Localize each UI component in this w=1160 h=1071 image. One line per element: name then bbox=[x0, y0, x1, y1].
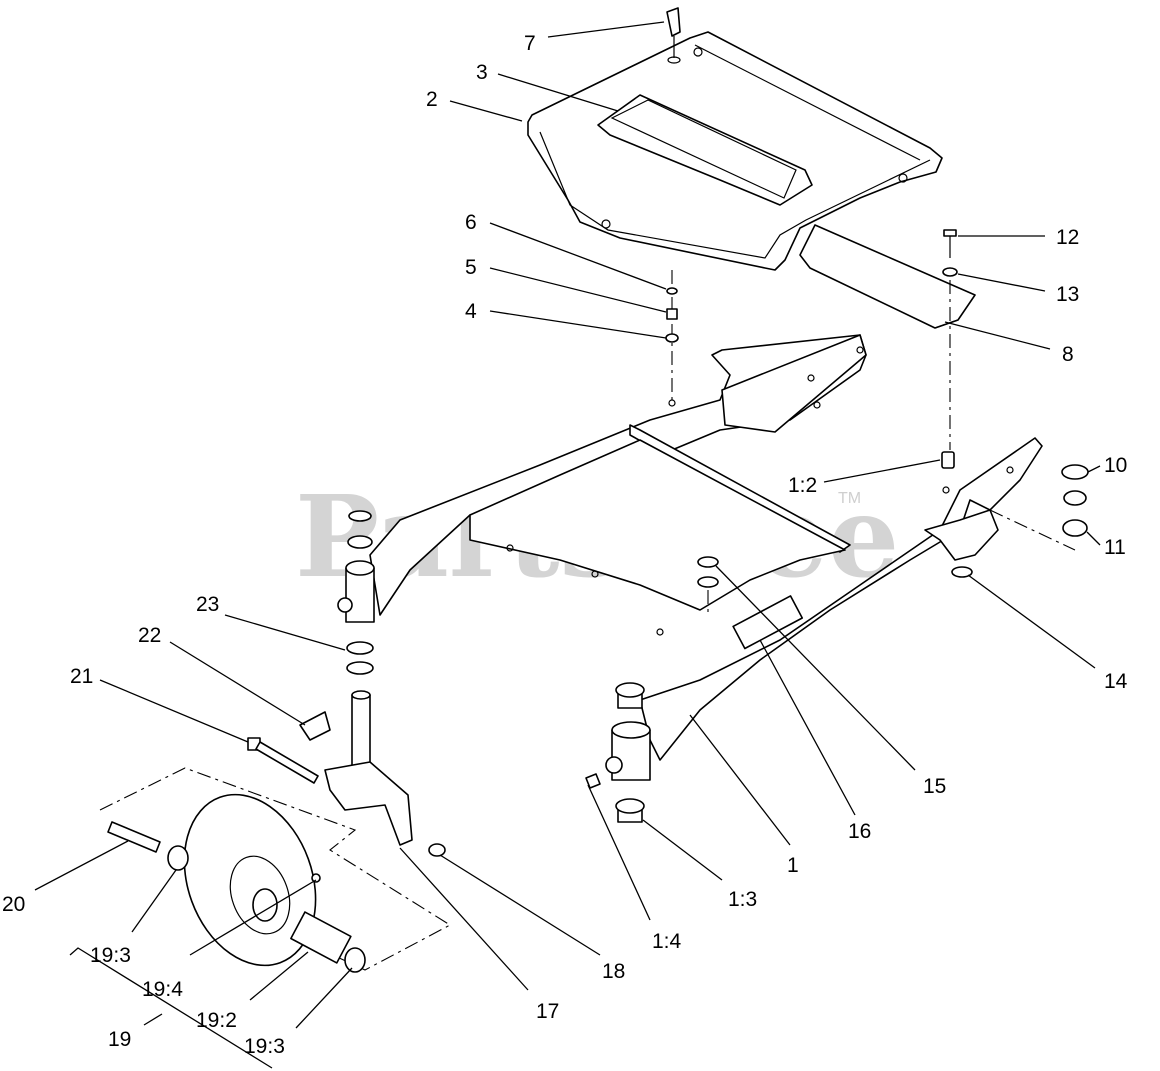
callout-4: 4 bbox=[465, 300, 477, 323]
callout-1-2: 1:2 bbox=[788, 474, 817, 497]
washer-part-15[interactable] bbox=[697, 556, 719, 568]
callout-21: 21 bbox=[70, 665, 93, 688]
washer-part-23b[interactable] bbox=[346, 661, 374, 675]
watermark-trademark: TM bbox=[838, 490, 861, 507]
callout-3: 3 bbox=[476, 61, 488, 84]
spacer-part-5[interactable] bbox=[666, 308, 678, 320]
callout-20: 20 bbox=[2, 893, 25, 916]
caster-wheel-part-19[interactable] bbox=[162, 776, 339, 984]
callout-17: 17 bbox=[536, 1000, 559, 1023]
washer-part-6[interactable] bbox=[666, 287, 678, 295]
grease-fitting-part-19-4[interactable] bbox=[311, 873, 321, 883]
washer-part-15b[interactable] bbox=[697, 576, 719, 588]
caster-fork-part-17[interactable] bbox=[324, 690, 413, 846]
callout-1-4: 1:4 bbox=[652, 930, 682, 953]
callout-7: 7 bbox=[524, 32, 536, 55]
callout-12: 12 bbox=[1056, 226, 1079, 249]
right-caster-tube[interactable] bbox=[605, 721, 651, 781]
bushing-part-1-3[interactable] bbox=[615, 798, 645, 823]
callout-1: 1 bbox=[787, 854, 799, 877]
leader-lines bbox=[34, 21, 1101, 1069]
washer-part-14[interactable] bbox=[951, 566, 973, 578]
grease-fitting-part-1-4[interactable] bbox=[585, 773, 601, 789]
callout-22: 22 bbox=[138, 624, 161, 647]
nut-part-4[interactable] bbox=[665, 333, 679, 343]
bearing-part-19-3a[interactable] bbox=[167, 845, 189, 871]
spacer-part-20[interactable] bbox=[107, 821, 161, 853]
clip-part-22[interactable] bbox=[299, 711, 331, 741]
bolt-part-12[interactable] bbox=[943, 229, 957, 258]
callout-19-3a: 19:3 bbox=[90, 944, 131, 967]
callout-15: 15 bbox=[923, 775, 946, 798]
bushing-part-11[interactable] bbox=[1062, 519, 1088, 537]
washer-part-10[interactable] bbox=[1061, 464, 1089, 480]
main-frame-part-1[interactable] bbox=[369, 334, 1043, 761]
callout-labels: 7 3 2 6 5 4 12 13 8 1:2 10 11 14 23 22 2… bbox=[2, 32, 1128, 1058]
callout-18: 18 bbox=[602, 960, 625, 983]
callout-19-3b: 19:3 bbox=[244, 1035, 285, 1058]
callout-16: 16 bbox=[848, 820, 871, 843]
callout-2: 2 bbox=[426, 88, 438, 111]
bearing-part-19-3b[interactable] bbox=[344, 947, 366, 973]
axle-bolt-part-21[interactable] bbox=[247, 737, 319, 784]
callout-19-2: 19:2 bbox=[196, 1009, 237, 1032]
callout-10: 10 bbox=[1104, 454, 1127, 477]
washer-part-10b[interactable] bbox=[1063, 490, 1087, 506]
callout-5: 5 bbox=[465, 256, 477, 279]
washer-part-23a[interactable] bbox=[346, 641, 374, 655]
callout-19: 19 bbox=[108, 1028, 131, 1051]
left-caster-pivot[interactable] bbox=[337, 510, 375, 623]
axle-spacer-part-19-2[interactable] bbox=[290, 911, 352, 964]
callout-8: 8 bbox=[1062, 343, 1074, 366]
callout-19-4: 19:4 bbox=[142, 978, 183, 1001]
washer-part-13[interactable] bbox=[942, 267, 958, 277]
floor-pan-part-2[interactable] bbox=[527, 31, 943, 271]
seat-pad-part-3[interactable] bbox=[597, 94, 813, 206]
pin-part-1-2[interactable] bbox=[941, 451, 955, 469]
latch-pin-part-7[interactable] bbox=[666, 7, 681, 64]
callout-6: 6 bbox=[465, 211, 477, 234]
callout-14: 14 bbox=[1104, 670, 1128, 693]
callout-11: 11 bbox=[1104, 536, 1126, 559]
support-bracket-part-8[interactable] bbox=[799, 224, 976, 329]
callout-13: 13 bbox=[1056, 283, 1079, 306]
callout-23: 23 bbox=[196, 593, 219, 616]
nut-part-18[interactable] bbox=[428, 843, 446, 857]
callout-1-3: 1:3 bbox=[728, 888, 757, 911]
bushing-part-1-3-upper[interactable] bbox=[615, 682, 645, 709]
